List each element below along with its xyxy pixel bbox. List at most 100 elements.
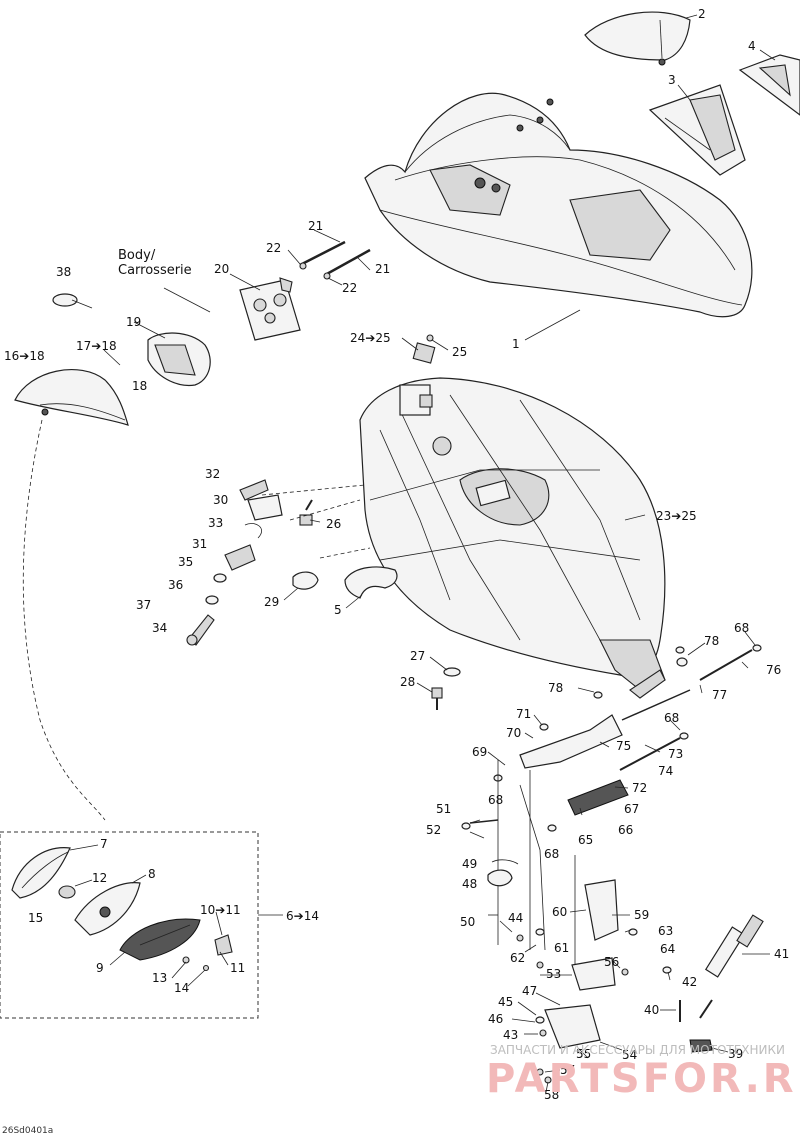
bracket-assembly bbox=[516, 879, 638, 1084]
label-76: 76 bbox=[766, 663, 781, 677]
label-15: 15 bbox=[28, 911, 43, 925]
gas-strut-part-41 bbox=[662, 914, 764, 1053]
body-label-line1: Body/ bbox=[118, 248, 156, 263]
label-17-18: 17➔18 bbox=[76, 339, 117, 353]
label-4: 4 bbox=[748, 39, 756, 53]
label-33: 33 bbox=[208, 516, 223, 530]
label-39: 39 bbox=[728, 1047, 743, 1061]
label-46: 46 bbox=[488, 1012, 503, 1026]
label-68d: 68 bbox=[544, 847, 559, 861]
label-47: 47 bbox=[522, 984, 537, 998]
label-40: 40 bbox=[644, 1003, 659, 1017]
label-28: 28 bbox=[400, 675, 415, 689]
label-53: 53 bbox=[546, 967, 561, 981]
nut-part-24 bbox=[412, 334, 436, 364]
screws-21-22 bbox=[299, 240, 371, 280]
label-70: 70 bbox=[506, 726, 521, 740]
watermark-line2: PARTSFOR.RU bbox=[486, 1056, 800, 1102]
label-29: 29 bbox=[264, 595, 279, 609]
label-36: 36 bbox=[168, 578, 183, 592]
label-20: 20 bbox=[214, 262, 229, 276]
label-67: 67 bbox=[624, 802, 639, 816]
label-42: 42 bbox=[682, 975, 697, 989]
label-14: 14 bbox=[174, 981, 189, 995]
label-51: 51 bbox=[436, 802, 451, 816]
label-69: 69 bbox=[472, 745, 487, 759]
label-35: 35 bbox=[178, 555, 193, 569]
drawing-code: 26Sd0401a bbox=[2, 1126, 53, 1136]
label-7: 7 bbox=[100, 837, 108, 851]
label-68a: 68 bbox=[734, 621, 749, 635]
label-30: 30 bbox=[213, 493, 228, 507]
mirror-mount-part-20 bbox=[239, 277, 301, 341]
label-54: 54 bbox=[622, 1048, 637, 1062]
inset-mirror-assembly bbox=[0, 831, 283, 1019]
label-66: 66 bbox=[618, 823, 633, 837]
label-3: 3 bbox=[668, 73, 676, 87]
label-65: 65 bbox=[578, 833, 593, 847]
label-43: 43 bbox=[503, 1028, 518, 1042]
label-10-11: 10➔11 bbox=[200, 903, 241, 917]
label-64: 64 bbox=[660, 942, 675, 956]
clamp-part-38 bbox=[52, 293, 93, 309]
label-13: 13 bbox=[152, 971, 167, 985]
label-75: 75 bbox=[616, 739, 631, 753]
label-21b: 21 bbox=[375, 262, 390, 276]
label-32: 32 bbox=[205, 467, 220, 481]
label-16-18: 16➔18 bbox=[4, 349, 45, 363]
label-26: 26 bbox=[326, 517, 341, 531]
label-38: 38 bbox=[56, 265, 71, 279]
label-21a: 21 bbox=[308, 219, 323, 233]
label-8: 8 bbox=[148, 867, 156, 881]
label-71: 71 bbox=[516, 707, 531, 721]
label-44: 44 bbox=[508, 911, 523, 925]
windshield-part bbox=[584, 11, 691, 66]
latch-assembly bbox=[186, 479, 283, 646]
label-27: 27 bbox=[410, 649, 425, 663]
label-22b: 22 bbox=[342, 281, 357, 295]
label-41: 41 bbox=[774, 947, 789, 961]
label-11: 11 bbox=[230, 961, 245, 975]
label-18: 18 bbox=[132, 379, 147, 393]
label-25: 25 bbox=[452, 345, 467, 359]
label-59: 59 bbox=[634, 908, 649, 922]
leader-lines bbox=[69, 14, 776, 1093]
cap-part bbox=[738, 54, 800, 116]
inset-frame bbox=[0, 831, 259, 1019]
label-12: 12 bbox=[92, 871, 107, 885]
label-61: 61 bbox=[554, 941, 569, 955]
label-56: 56 bbox=[604, 955, 619, 969]
label-48: 48 bbox=[462, 877, 477, 891]
label-60: 60 bbox=[552, 905, 567, 919]
mirror-base-part-19 bbox=[147, 332, 211, 387]
label-77: 77 bbox=[712, 688, 727, 702]
label-34: 34 bbox=[152, 621, 167, 635]
label-6-14: 6➔14 bbox=[286, 909, 319, 923]
label-68b: 68 bbox=[664, 711, 679, 725]
linkage-assembly bbox=[493, 644, 762, 832]
label-78b: 78 bbox=[548, 681, 563, 695]
label-72: 72 bbox=[632, 781, 647, 795]
label-58: 58 bbox=[544, 1088, 559, 1102]
label-68c: 68 bbox=[488, 793, 503, 807]
label-1: 1 bbox=[512, 337, 520, 351]
label-2: 2 bbox=[698, 7, 706, 21]
label-78a: 78 bbox=[704, 634, 719, 648]
body-label-line2: Carrosserie bbox=[118, 263, 192, 278]
label-55: 55 bbox=[576, 1047, 591, 1061]
label-62: 62 bbox=[510, 951, 525, 965]
label-22a: 22 bbox=[266, 241, 281, 255]
label-57: 57 bbox=[560, 1063, 575, 1077]
label-23-25: 23➔25 bbox=[656, 509, 697, 523]
handle-part-5 bbox=[344, 566, 398, 599]
label-9: 9 bbox=[96, 961, 104, 975]
label-24-25: 24➔25 bbox=[350, 331, 391, 345]
watermark: ЗАПЧАСТИ И АКСЕССУАРЫ ДЛЯ МОТОТЕХНИКИ PA… bbox=[486, 1043, 800, 1102]
label-19: 19 bbox=[126, 315, 141, 329]
label-73: 73 bbox=[668, 747, 683, 761]
hood-part bbox=[364, 92, 753, 318]
label-37: 37 bbox=[136, 598, 151, 612]
label-74: 74 bbox=[658, 764, 673, 778]
callout-labels: 2 4 3 1 Body/ Carrosserie 38 20 21 22 21… bbox=[2, 7, 789, 1136]
